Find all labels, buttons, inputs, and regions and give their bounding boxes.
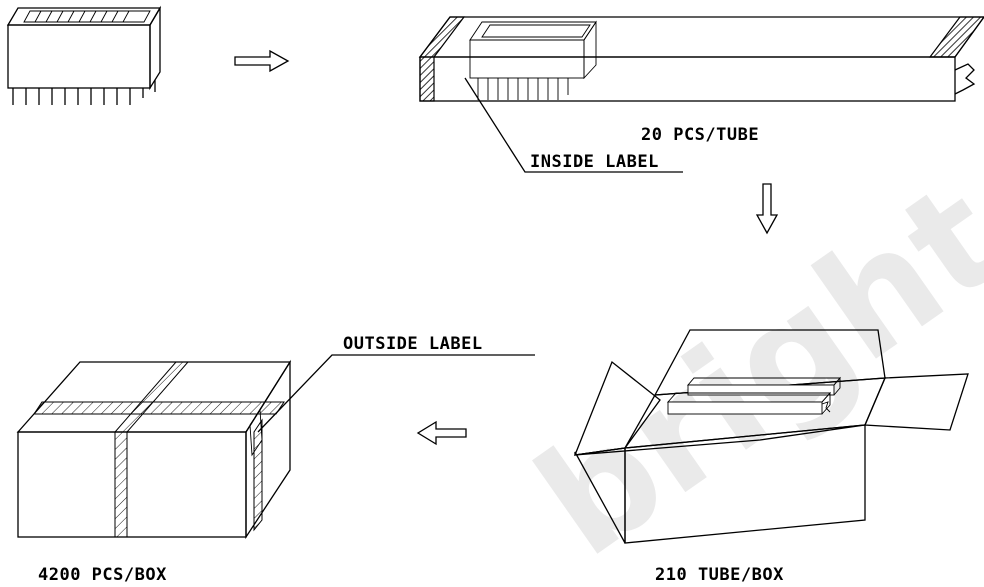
outside-label-text: OUTSIDE LABEL — [343, 334, 483, 354]
box-quantity-label: 4200 PCS/BOX — [38, 565, 167, 585]
open-box-with-tubes — [573, 329, 969, 544]
arrow-right-icon — [234, 49, 290, 73]
watermark-text: bright — [508, 150, 984, 587]
packing-tube — [418, 16, 984, 173]
led-bar-component — [6, 5, 162, 105]
tube-quantity-label: 20 PCS/TUBE — [641, 125, 759, 145]
inside-label-text: INSIDE LABEL — [530, 152, 659, 172]
arrow-left-icon — [416, 420, 467, 446]
tube-box-quantity-label: 210 TUBE/BOX — [655, 565, 784, 585]
arrow-down-icon — [755, 183, 779, 235]
sealed-shipping-box — [16, 354, 535, 540]
